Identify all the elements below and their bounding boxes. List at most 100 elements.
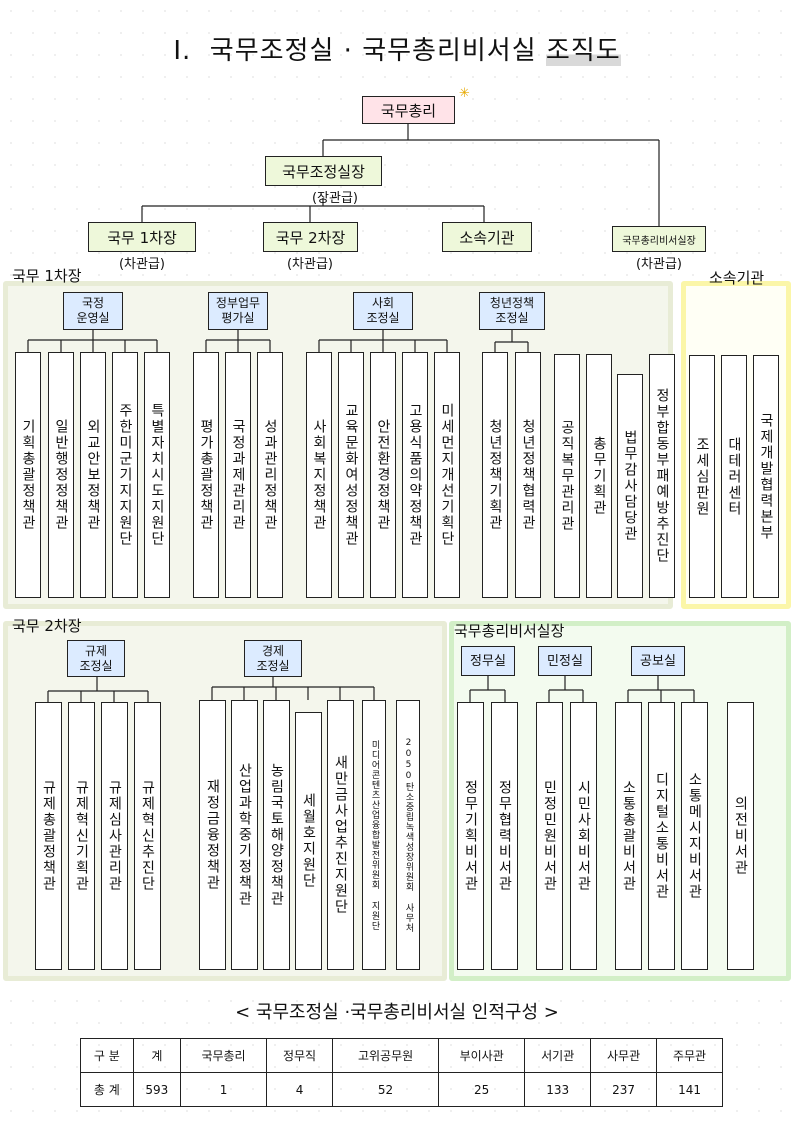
unit-label: 규제혁신추진단 [139, 780, 156, 892]
vice2-section-title: 국무 2차장 [12, 617, 82, 635]
personnel-caption: < 국무조정실 ·국무총리비서실 인적구성 > [235, 1002, 559, 1023]
table-header-cell: 계 [132, 1038, 182, 1073]
unit-label: 세월호지원단 [300, 793, 317, 889]
title-text: 국무조정실 · 국무총리비서실 [209, 36, 537, 66]
affiliated-section-title: 소속기관 [709, 269, 765, 287]
table-header-cell: 주무관 [656, 1038, 723, 1073]
table-header-cell: 정무직 [266, 1038, 333, 1073]
unit-label: 농림국토해양정책관 [268, 763, 285, 907]
committee-box: 2050탄소중립녹색성장위원회 사무처 [396, 700, 420, 970]
chief-secretary-grade: (차관급) [635, 257, 683, 272]
table-cell: 237 [590, 1072, 658, 1107]
unit-box: 외교안보정책관 [80, 352, 106, 598]
affiliated-box: 소속기관 [442, 222, 532, 252]
personnel-table: 구 분 계 국무총리 정무직 고위공무원 부이사관 서기관 사무관 주무관 총 … [80, 1038, 723, 1107]
table-row: 총 계 593 1 4 52 25 133 237 141 [80, 1072, 723, 1107]
table-header-cell: 국무총리 [179, 1038, 268, 1073]
unit-box: 정무기획비서관 [457, 702, 484, 970]
table-header-cell: 부이사관 [438, 1038, 526, 1073]
unit-label: 특별자치시도지원단 [149, 403, 165, 547]
group-header-social-coordination: 사회 조정실 [353, 292, 413, 330]
unit-box: 새만금사업추진지원단 [327, 700, 354, 970]
vice2-box: 국무 2차장 [263, 222, 358, 252]
table-header-cell: 고위공무원 [331, 1038, 440, 1073]
standalone-unit-box: 공직복무관리관 [554, 354, 580, 598]
prime-minister-label: 국무총리 [380, 101, 437, 120]
unit-box: 평가총괄정책관 [193, 352, 219, 598]
group-header-regulatory: 규제 조정실 [67, 640, 125, 677]
unit-box: 주한미군기지지원단 [112, 352, 138, 598]
unit-label: 사회복지정책관 [311, 419, 327, 531]
unit-box: 규제혁신기획관 [68, 702, 95, 970]
unit-label: 기획총괄정책관 [20, 419, 36, 531]
group-header-economic: 경제 조정실 [244, 640, 302, 677]
vice1-box: 국무 1차장 [88, 222, 196, 252]
unit-box: 세월호지원단 [295, 712, 322, 970]
office-head-box: 국무조정실장 [265, 156, 382, 186]
group-header-youth-policy: 청년정책 조정실 [479, 292, 545, 330]
unit-label: 일반행정정책관 [53, 419, 69, 531]
table-header-cell: 사무관 [590, 1038, 658, 1073]
unit-box: 소통메시지비서관 [681, 702, 708, 970]
unit-label: 규제혁신기획관 [73, 780, 90, 892]
unit-box: 청년정책협력관 [515, 352, 541, 598]
unit-box: 민정민원비서관 [536, 702, 563, 970]
office-head-grade: (장관급) [311, 191, 359, 206]
affiliated-unit-box: 국제개발협력본부 [753, 355, 779, 598]
vice1-section-title: 국무 1차장 [12, 267, 82, 285]
unit-label: 국제개발협력본부 [758, 412, 774, 541]
standalone-unit-box: 법무감사담당관 [617, 374, 643, 598]
unit-label: 새만금사업추진지원단 [332, 755, 349, 915]
chief-secretary-box: 국무총리비서실장 [612, 226, 706, 252]
unit-label: 총무기획관 [591, 436, 607, 516]
unit-label: 법무감사담당관 [622, 430, 638, 542]
group-header-national-operations: 국정 운영실 [63, 292, 123, 330]
unit-label: 의전비서관 [732, 796, 749, 876]
secretary-section-title: 국무총리비서실장 [454, 622, 565, 640]
unit-box: 국정과제관리관 [225, 352, 251, 598]
unit-label: 산업과학중기정책관 [236, 763, 253, 907]
group-header-civil: 민정실 [538, 646, 592, 676]
unit-box: 안전환경정책관 [370, 352, 396, 598]
unit-box: 디지털소통비서관 [648, 702, 675, 970]
affiliated-label: 소속기관 [459, 228, 515, 247]
unit-label: 정무협력비서관 [496, 780, 513, 892]
table-cell: 141 [656, 1072, 723, 1107]
table-header-cell: 서기관 [524, 1038, 592, 1073]
unit-label: 평가총괄정책관 [198, 419, 214, 531]
unit-label: 공직복무관리관 [559, 420, 575, 532]
committee-label: 미디어콘텐츠산업융합발전위원회 지원단 [369, 739, 380, 931]
table-cell: 총 계 [80, 1072, 134, 1107]
table-cell: 4 [266, 1072, 333, 1107]
table-header-row: 구 분 계 국무총리 정무직 고위공무원 부이사관 서기관 사무관 주무관 [80, 1038, 723, 1073]
unit-box: 규제심사관리관 [101, 702, 128, 970]
chief-secretary-label: 국무총리비서실장 [622, 235, 696, 247]
unit-label: 고용식품의약정책관 [407, 403, 423, 547]
committee-box: 미디어콘텐츠산업융합발전위원회 지원단 [362, 700, 386, 970]
title-underlined: 조직도 [545, 36, 621, 66]
group-header-political: 정무실 [461, 646, 515, 676]
unit-label: 민정민원비서관 [541, 780, 558, 892]
sparkle-icon: ✳ [459, 86, 470, 101]
affiliated-unit-box: 조세심판원 [689, 355, 715, 598]
unit-label: 재정금융정책관 [204, 779, 221, 891]
table-cell: 1 [179, 1072, 268, 1107]
vice2-grade: (차관급) [286, 257, 334, 272]
committee-label: 2050탄소중립녹색성장위원회 사무처 [403, 737, 414, 933]
unit-box: 농림국토해양정책관 [263, 700, 290, 970]
group-header-evaluation: 정부업무 평가실 [208, 292, 268, 330]
unit-label: 조세심판원 [694, 436, 710, 517]
table-cell: 133 [524, 1072, 592, 1107]
unit-label: 디지털소통비서관 [653, 772, 670, 900]
group-header-public-relations: 공보실 [631, 646, 685, 676]
unit-label: 청년정책기획관 [487, 419, 503, 531]
unit-box: 산업과학중기정책관 [231, 700, 258, 970]
table-cell: 52 [331, 1072, 440, 1107]
unit-box: 시민사회비서관 [570, 702, 597, 970]
table-cell: 593 [132, 1072, 182, 1107]
unit-label: 규제심사관리관 [106, 780, 123, 892]
vice1-grade: (차관급) [118, 257, 166, 272]
title-number: Ⅰ. [173, 36, 192, 66]
unit-label: 외교안보정책관 [85, 419, 101, 531]
